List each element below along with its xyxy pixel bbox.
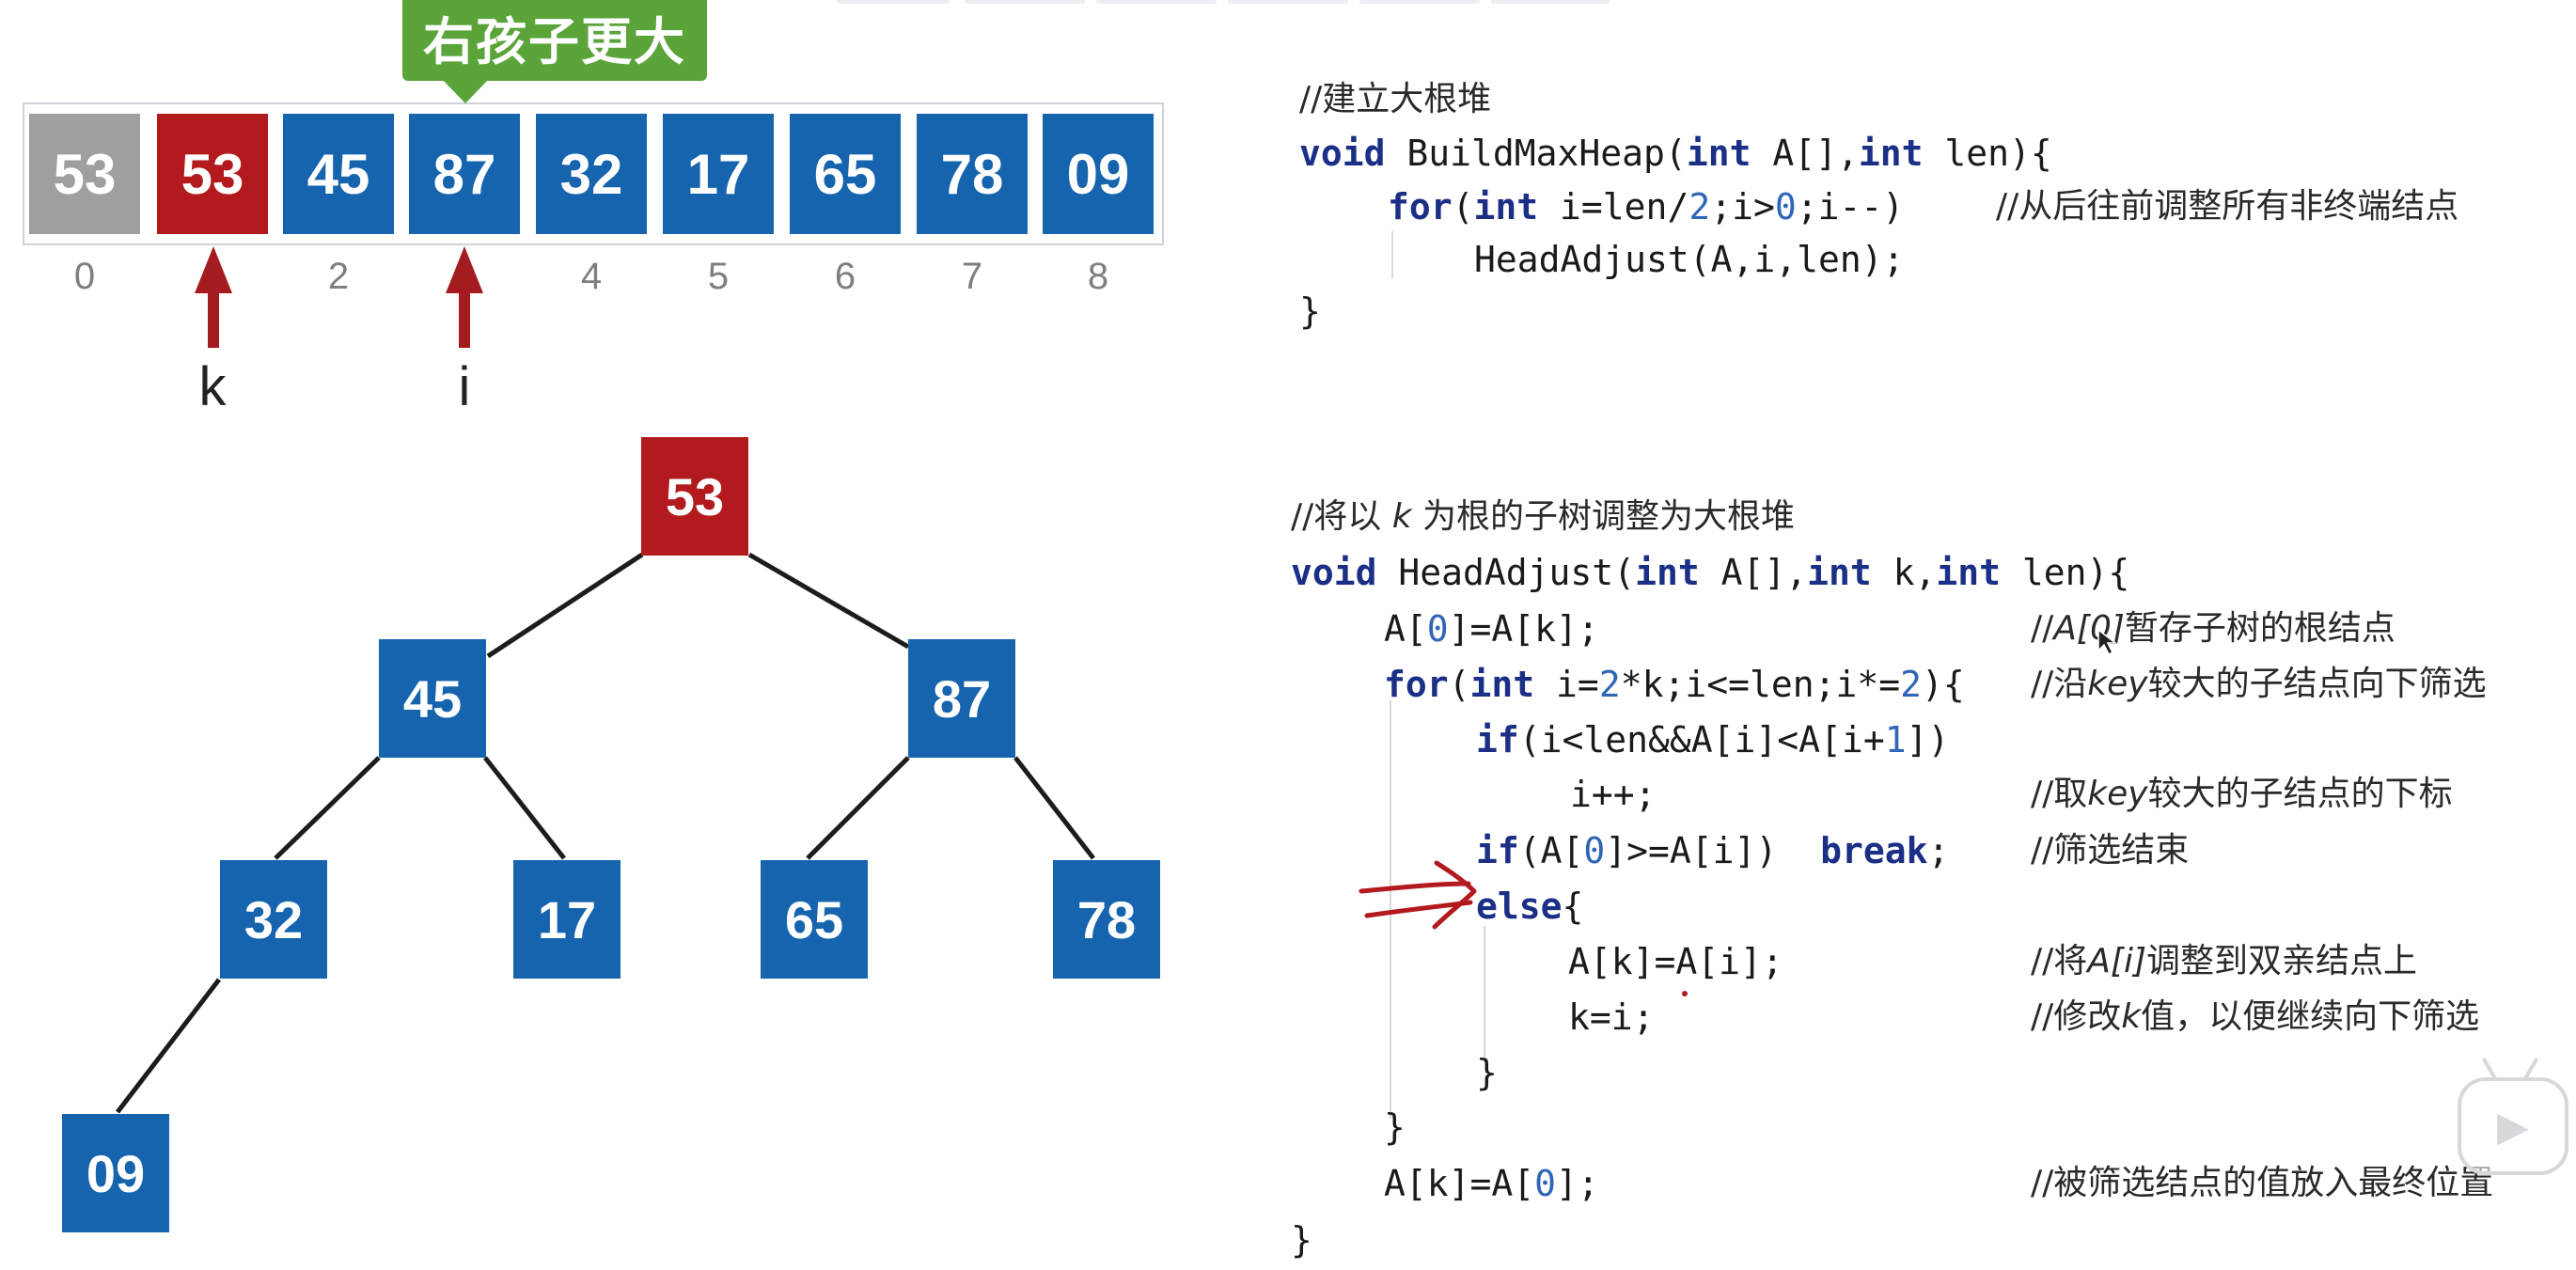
- mouse-cursor-icon: [2097, 628, 2117, 656]
- code-line-if-compare: if(i<len&&A[i]<A[i+1]): [1476, 719, 1950, 760]
- code-comment-assign: //将A[i]调整到双亲结点上: [2031, 942, 2417, 980]
- tree-node: 87: [908, 639, 1015, 758]
- code-line-close-else: }: [1476, 1052, 1498, 1093]
- pointer-arrows: [195, 246, 483, 348]
- pointer-k-label: k: [198, 356, 227, 417]
- code-line-assign: A[k]=A[i];: [1568, 941, 1783, 982]
- tree-node-root: 53: [641, 437, 748, 556]
- tree-node: 17: [513, 860, 620, 979]
- tree-node: 78: [1053, 860, 1160, 979]
- array-index: 0: [73, 256, 96, 297]
- tooltip-pointer: [442, 79, 489, 103]
- top-tab: [965, 0, 1085, 4]
- top-tab: [1359, 0, 1480, 4]
- code-comment-final: //被筛选结点的值放入最终位置: [2031, 1164, 2494, 1202]
- top-tab: [1096, 0, 1217, 4]
- pointer-i-arrow: [446, 246, 483, 348]
- array-cell-5: 17: [663, 114, 774, 234]
- tree-node: 45: [379, 639, 486, 758]
- code-comment-increment: //取key较大的子结点的下标: [2031, 775, 2453, 813]
- annotation-dot: [1682, 991, 1688, 996]
- build-heap-close: }: [1299, 290, 1321, 332]
- build-heap-for-comment: //从后往前调整所有非终端结点: [1996, 187, 2459, 226]
- array-index: 2: [327, 256, 350, 297]
- head-adjust-comment: //将以 k 为根的子树调整为大根堆: [1291, 497, 1796, 536]
- play-icon: ▶: [2458, 1077, 2568, 1175]
- code-comment-save-root: //A[0]暂存子树的根结点: [2031, 609, 2395, 648]
- array-index: 8: [1087, 256, 1109, 297]
- build-heap-signature: void BuildMaxHeap(int A[],int len){: [1299, 133, 2052, 174]
- pointer-k-arrow: [195, 246, 232, 348]
- code-line-else: else{: [1476, 886, 1584, 927]
- code-line-for: for(int i=2*k;i<=len;i*=2){: [1384, 664, 1965, 705]
- array-index: 7: [961, 256, 983, 297]
- top-tab: [1228, 0, 1348, 4]
- code-line-close-fn: }: [1291, 1219, 1312, 1261]
- array-cell-8: 09: [1043, 114, 1154, 234]
- code-comment-break: //筛选结束: [2031, 831, 2190, 870]
- indent-guide: [1390, 700, 1391, 1119]
- array-cell-3: 87: [409, 114, 520, 234]
- array-cell-7: 78: [917, 114, 1028, 234]
- tree-node: 32: [220, 860, 327, 979]
- head-adjust-signature: void HeadAdjust(int A[],int k,int len){: [1291, 552, 2130, 593]
- build-heap-call: HeadAdjust(A,i,len);: [1474, 239, 1905, 280]
- code-line-save-root: A[0]=A[k];: [1384, 608, 1599, 650]
- array-index: 6: [834, 256, 856, 297]
- code-comment-for: //沿key较大的子结点向下筛选: [2031, 665, 2487, 703]
- pointer-i-label: i: [458, 356, 471, 417]
- build-heap-for: for(int i=len/2;i>0;i--): [1388, 186, 1905, 227]
- build-heap-comment: //建立大根堆: [1299, 80, 1492, 118]
- tooltip-callout: 右孩子更大: [402, 0, 707, 81]
- code-comment-update-k: //修改k值，以便继续向下筛选: [2031, 997, 2480, 1036]
- array-cell-1: 53: [157, 114, 268, 234]
- array-index: 4: [580, 256, 603, 297]
- array-index: 5: [707, 256, 730, 297]
- array-cell-6: 65: [790, 114, 901, 234]
- annotation-arrow: [1359, 860, 1477, 930]
- code-line-close-for: }: [1384, 1106, 1406, 1148]
- code-line-increment: i++;: [1570, 774, 1657, 815]
- array-cell-2: 45: [283, 114, 394, 234]
- tree-node: 09: [62, 1114, 169, 1232]
- tree-edges: [116, 552, 1095, 1114]
- code-line-if-break: if(A[0]>=A[i]) break;: [1476, 830, 1950, 871]
- top-tab: [837, 0, 950, 4]
- tree-node: 65: [761, 860, 868, 979]
- code-line-final-assign: A[k]=A[0];: [1384, 1163, 1599, 1204]
- indent-guide: [1484, 926, 1485, 1062]
- indent-guide: [1391, 231, 1393, 278]
- code-line-update-k: k=i;: [1568, 996, 1655, 1038]
- array-cell-4: 32: [536, 114, 647, 234]
- array-cell-0: 53: [29, 114, 140, 234]
- top-tab: [1491, 0, 1610, 4]
